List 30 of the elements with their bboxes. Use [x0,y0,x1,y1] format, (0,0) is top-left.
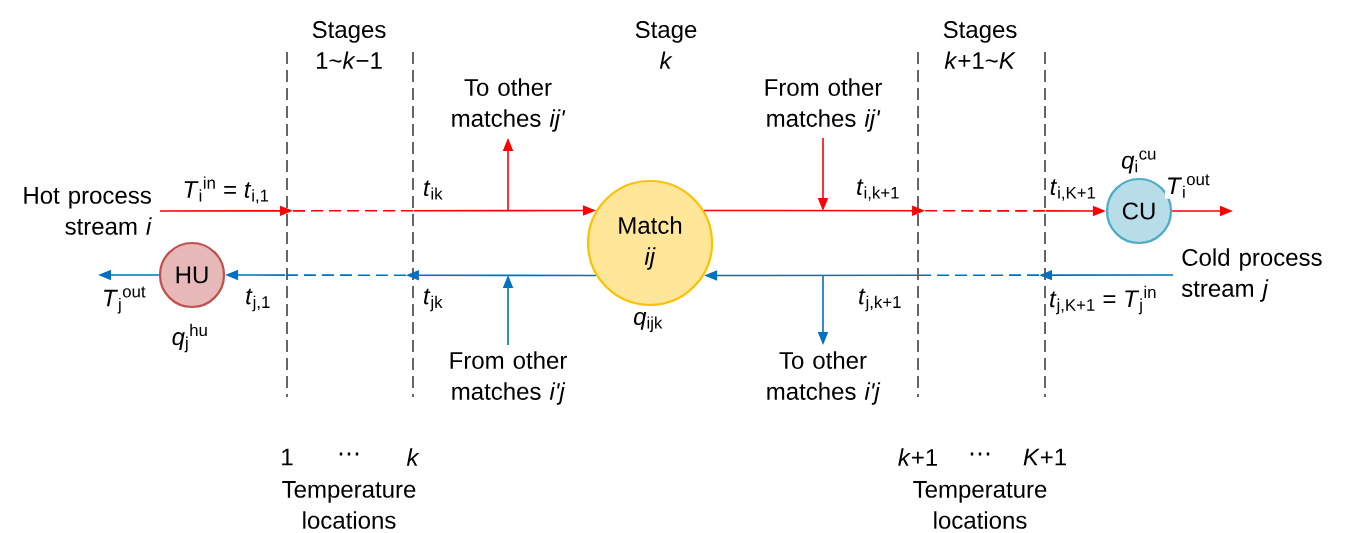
edge-label: T$_{i}$out [1164,173,1212,199]
heat-load-label: q$_{j}$hu [172,323,207,353]
temperature-label: t$_{ik}$ [424,180,443,200]
axis-caption: Temperature locations [282,481,416,529]
axis-caption: Temperature locations [913,481,1047,529]
branch-label: To other matches i'j [767,351,881,405]
ellipsis: ⋯ [339,452,359,456]
temperature-label: t$_{j,1}$ [246,288,270,312]
stage-label: Stages 1~k−1 [312,21,386,69]
location-number: K+1 [1023,448,1066,466]
temperature-label: T$_{i}$$^{in}$ = t$_{i,1}$ [184,176,269,204]
temperature-label: t$_{i,k+1}$ [857,179,899,201]
heat-load-label: q$_{ijk}$ [633,311,663,333]
branch-label: From other matches i'j [450,351,567,405]
stage-label: Stages k+1~K [943,21,1017,69]
temperature-label: t$_{j,K+1}$ = T$_{j}$in [1050,285,1156,315]
temperature-label: t$_{i,K+1}$ [1050,179,1096,201]
location-number: 1 [282,448,293,466]
heat-load-label: q$_{i}$cu [1121,150,1156,174]
ellipsis: ⋯ [970,452,990,456]
location-number: k+1 [898,448,937,466]
temperature-label: t$_{j,k+1}$ [859,288,901,312]
branch-label: To other matches ij' [452,78,566,132]
stream-label: Hot process stream i [24,187,152,235]
stage-label: Stage k [635,21,697,69]
edge-label: T$_{j}$out [100,285,148,315]
stream-label: Cold process stream j [1181,248,1322,302]
branch-label: From other matches ij' [765,78,882,132]
location-number: k [406,448,420,466]
temperature-label: t$_{jk}$ [424,288,443,312]
